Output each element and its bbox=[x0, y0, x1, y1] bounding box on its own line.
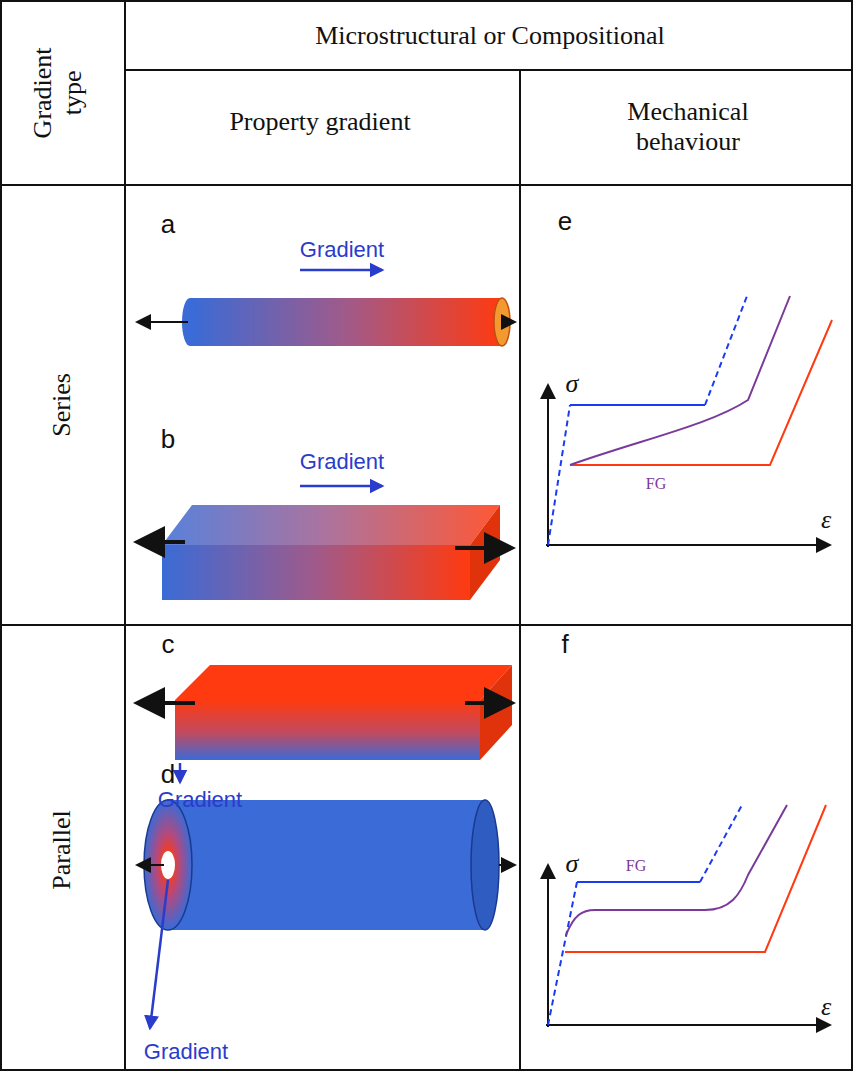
axis-label: ε bbox=[811, 505, 841, 535]
stress-strain-chart bbox=[546, 805, 830, 1027]
axis-label: σ bbox=[557, 849, 587, 879]
gradient-cylinder bbox=[137, 800, 515, 1028]
gradient-label: Gradient bbox=[131, 1039, 241, 1064]
gradient-label: Gradient bbox=[282, 449, 402, 474]
axis-label: ε bbox=[811, 992, 841, 1022]
gradient-slab bbox=[137, 486, 512, 600]
stress-strain-chart bbox=[546, 296, 832, 547]
panel-letter: a bbox=[148, 210, 188, 240]
column-header: Mechanical behaviour bbox=[578, 97, 798, 157]
row-header: Series bbox=[47, 325, 77, 485]
axis-label: σ bbox=[557, 369, 587, 399]
row-header: Parallel bbox=[47, 770, 77, 930]
curve-label: FG bbox=[616, 857, 656, 875]
curve-label: FG bbox=[636, 475, 676, 493]
gradient-cylinder bbox=[137, 270, 515, 346]
panel-letter: e bbox=[545, 207, 585, 237]
gradient-label: Gradient bbox=[282, 237, 402, 262]
panel-letter: c bbox=[148, 630, 188, 660]
column-header: Microstructural or Compositional bbox=[300, 21, 680, 51]
panel-letter: b bbox=[148, 425, 188, 455]
gradient-label: Gradient bbox=[145, 787, 255, 812]
gradient-slab bbox=[137, 665, 512, 782]
column-header: Property gradient bbox=[170, 107, 470, 137]
row-header: Gradient type bbox=[28, 28, 88, 158]
panel-letter: f bbox=[545, 630, 585, 660]
panel-letter: d bbox=[148, 760, 188, 790]
